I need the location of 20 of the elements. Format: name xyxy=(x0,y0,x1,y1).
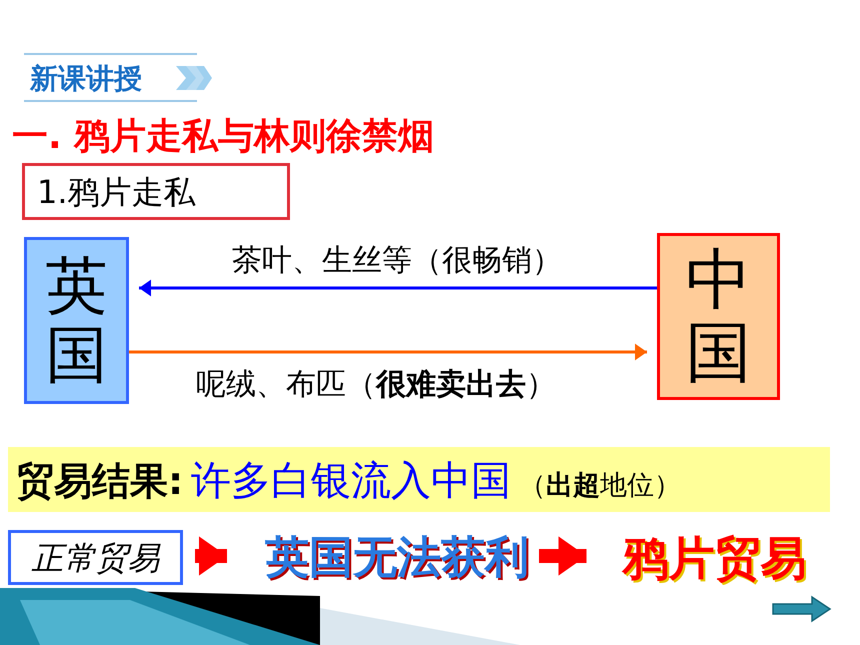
outcome-text: 鸦片贸易 xyxy=(622,530,806,586)
country-box xyxy=(24,237,129,404)
arrow xyxy=(139,280,657,296)
outcome-text: 英国无法获利 xyxy=(265,531,529,585)
section-heading: 1.鸦片走私 xyxy=(37,172,196,212)
result-band xyxy=(8,447,830,512)
country-box xyxy=(657,233,780,400)
arrow xyxy=(195,536,227,576)
section-heading-box xyxy=(22,163,290,220)
country-name: 英国 xyxy=(46,252,108,389)
course-tag: 新课讲授 xyxy=(30,58,142,100)
process-box xyxy=(8,530,183,585)
result-text: 许多白银流入中国 xyxy=(191,457,512,506)
country-name: 中国 xyxy=(686,244,752,390)
result-note: （出超地位） xyxy=(519,469,682,503)
page-title: 一. 鸦片走私与林则徐禁烟 xyxy=(12,115,434,159)
arrow xyxy=(539,536,586,576)
arrow xyxy=(129,344,647,360)
result-heading: 贸易结果: xyxy=(16,458,184,505)
process-label: 正常贸易 xyxy=(32,538,160,578)
